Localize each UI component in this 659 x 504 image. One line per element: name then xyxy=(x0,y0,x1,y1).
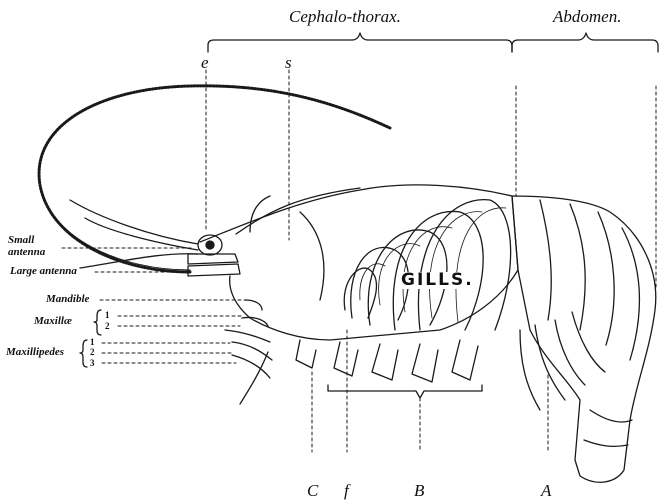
legs-bracket xyxy=(328,385,482,398)
maxillae-label: Maxillæ xyxy=(34,316,72,327)
maxillipedes-number-1: 1 xyxy=(90,338,95,347)
label-s: s xyxy=(285,54,292,71)
maxillipedes-label: Maxillipedes xyxy=(6,347,64,358)
abdomen-label: Abdomen. xyxy=(553,8,621,25)
label-f: f xyxy=(344,482,349,499)
maxillae-number-2: 2 xyxy=(105,322,110,331)
large-antenna-label: Large antenna xyxy=(10,266,77,277)
carapace xyxy=(200,185,518,340)
small-antenna-label: Small antenna xyxy=(8,234,66,258)
small-antenna-flagellum-1 xyxy=(70,200,198,244)
label-C: C xyxy=(307,482,318,499)
small-antenna-flagellum-2 xyxy=(85,218,198,250)
walking-leg-1 xyxy=(296,340,316,368)
label-B: B xyxy=(414,482,424,499)
gill-arc-5 xyxy=(418,200,510,330)
cephalothorax-label: Cephalo-thorax. xyxy=(289,8,401,25)
abdomen-brace xyxy=(512,33,658,52)
cephalothorax-brace xyxy=(208,33,512,52)
maxillipedes-number-2: 2 xyxy=(90,348,95,357)
mandible-label: Mandible xyxy=(46,294,89,305)
walking-leg-5 xyxy=(452,340,478,380)
walking-leg-3 xyxy=(372,344,398,380)
label-A: A xyxy=(541,482,551,499)
walking-leg-2 xyxy=(334,342,358,376)
gills-label: GILLS. xyxy=(398,272,477,289)
abdomen xyxy=(512,196,656,482)
maxillipedes-number-3: 3 xyxy=(90,359,95,368)
label-e: e xyxy=(201,54,209,71)
walking-leg-4 xyxy=(412,344,438,382)
maxillae-number-1: 1 xyxy=(105,311,110,320)
